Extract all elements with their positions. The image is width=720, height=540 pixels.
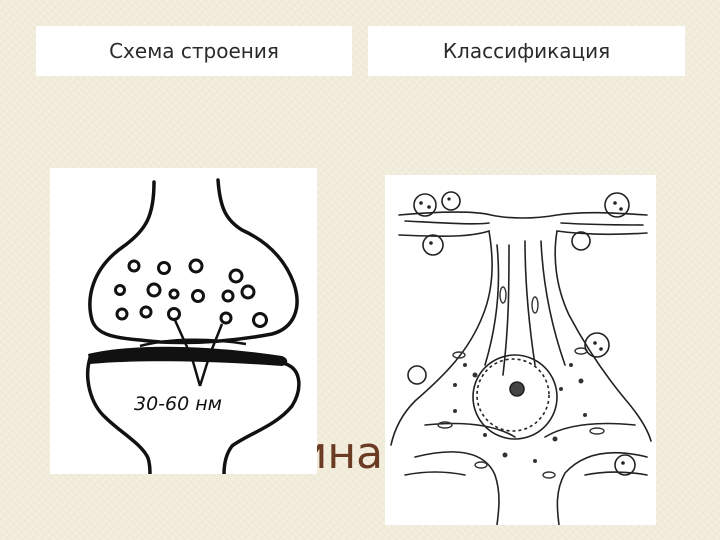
synapse-diagram: 30-60 нм <box>50 168 317 474</box>
label-structure-scheme-text: Схема строения <box>109 39 279 63</box>
neuron-illustration-svg <box>390 191 652 525</box>
presynaptic-terminal <box>88 178 299 345</box>
gap-pointer <box>172 317 224 387</box>
postsynaptic-density <box>88 346 288 366</box>
synaptic-boutons <box>407 191 636 476</box>
label-classification: Классификация <box>368 26 685 76</box>
synaptic-vesicles <box>114 258 268 328</box>
synapse-diagram-svg: 30-60 нм <box>86 178 301 474</box>
cell-nucleus <box>472 354 558 440</box>
label-structure-scheme: Схема строения <box>36 26 352 76</box>
label-classification-text: Классификация <box>442 39 611 63</box>
neuron-synapses-illustration <box>385 175 656 525</box>
synaptic-gap-label: 30-60 нм <box>134 393 222 415</box>
